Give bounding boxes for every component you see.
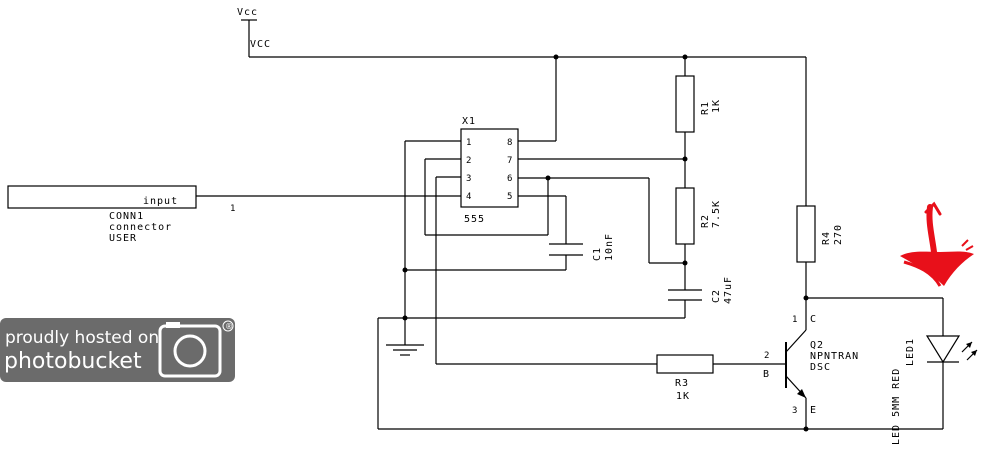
- connector-conn1: input 1 CONN1 connector USER: [7, 185, 235, 244]
- led-ref: LED1: [905, 338, 916, 366]
- ic-ref-label: X1: [462, 116, 476, 127]
- camera-icon: [158, 322, 222, 378]
- ic-555: X1 555 1 2 3 4 8 7 6 5: [460, 116, 519, 225]
- ic-part-label: 555: [464, 214, 485, 225]
- ic-pin-4: 4: [466, 192, 471, 202]
- q2-collector-label: C: [810, 314, 817, 325]
- c2-ref: C2: [711, 289, 722, 303]
- transistor-q2: 1 C 2 B 3 E Q2 NPNTRAN DSC: [763, 314, 859, 429]
- led-led1: LED 5MM RED LED1: [806, 297, 978, 445]
- resistor-r2: R2 7.5K: [675, 187, 722, 290]
- capacitor-c1: C1 10nF: [549, 233, 615, 261]
- connector-ref: CONN1: [109, 211, 144, 222]
- ground-symbol: [386, 344, 424, 356]
- r3-ref: R3: [675, 378, 689, 389]
- ic-pin-8: 8: [507, 138, 512, 148]
- connector-user: USER: [109, 233, 137, 244]
- connector-pin-label: input: [143, 196, 178, 207]
- vcc-symbol: Vcc VCC: [237, 7, 271, 57]
- resistor-r1: R1 1K: [675, 75, 722, 188]
- vcc-rail: [249, 54, 807, 206]
- c2-value: 47uF: [723, 276, 734, 304]
- vcc-top-label: Vcc: [237, 7, 258, 18]
- ic-pin-5: 5: [507, 192, 512, 202]
- watermark-line1: proudly hosted on: [5, 328, 159, 348]
- resistor-r4: R4 270: [796, 205, 844, 322]
- red-arrow-annotation: [900, 201, 974, 287]
- q2-type: NPNTRAN: [810, 351, 859, 362]
- resistor-r3: R3 1K: [656, 354, 786, 402]
- q2-emitter-num: 3: [792, 406, 797, 416]
- r2-ref: R2: [700, 214, 711, 228]
- ic-wiring: [196, 140, 688, 365]
- r3-value: 1K: [676, 391, 690, 402]
- ic-pin-6: 6: [507, 174, 512, 184]
- ic-pin-1: 1: [466, 138, 471, 148]
- capacitor-c2: C2 47uF: [668, 276, 734, 318]
- r4-ref: R4: [821, 231, 832, 245]
- ic-pin-2: 2: [466, 156, 471, 166]
- watermark-registered: ®: [225, 322, 233, 331]
- c1-ref: C1: [592, 247, 603, 261]
- c1-value: 10nF: [604, 233, 615, 261]
- watermark-line2: photobucket: [4, 349, 142, 374]
- ground-net: [377, 315, 943, 432]
- vcc-net-label: VCC: [250, 39, 271, 50]
- ic-pin-3: 3: [466, 174, 471, 184]
- photobucket-watermark: proudly hosted on photobucket ®: [0, 318, 235, 382]
- q2-collector-num: 1: [792, 315, 797, 325]
- q2-emitter-label: E: [810, 405, 817, 416]
- led-description: LED 5MM RED: [891, 368, 902, 445]
- q2-package: DSC: [810, 362, 831, 373]
- connector-type: connector: [109, 222, 172, 233]
- r1-ref: R1: [700, 101, 711, 115]
- ic-pin-7: 7: [507, 156, 512, 166]
- q2-base-label: B: [763, 369, 770, 380]
- r4-value: 270: [833, 224, 844, 245]
- q2-ref: Q2: [810, 340, 824, 351]
- q2-base-num: 2: [764, 351, 769, 361]
- r2-value: 7.5K: [711, 200, 722, 228]
- connector-pin-number: 1: [230, 204, 235, 214]
- r1-value: 1K: [711, 99, 722, 113]
